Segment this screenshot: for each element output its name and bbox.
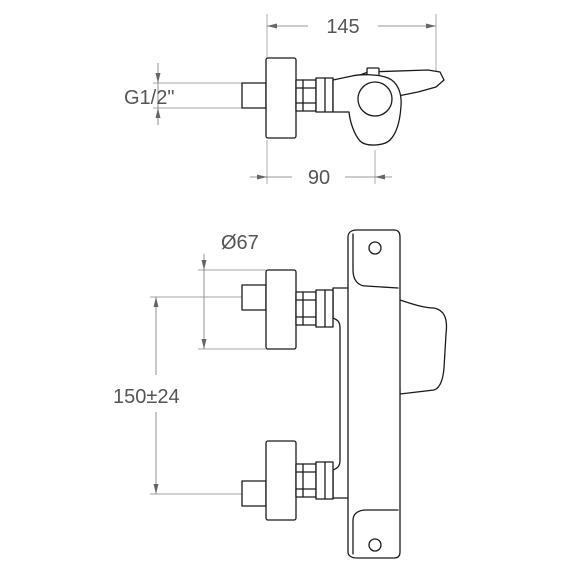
dimension-label-spacing: 150±24 (113, 386, 180, 408)
dimension-diameter: Ø67 (198, 232, 266, 350)
front-lever-arm (397, 281, 448, 395)
front-bottom-screw-icon (368, 538, 382, 552)
lower-flange (265, 440, 297, 521)
dimension-label-thread: G1/2" (124, 87, 174, 109)
top-view: 145 G1/2" (124, 14, 445, 189)
top-hex-nut (295, 79, 317, 112)
top-inlet-pipe (241, 82, 267, 109)
dimension-145: 145 (266, 14, 437, 72)
upper-flange (265, 269, 297, 350)
lower-hex-nut (295, 463, 317, 498)
dimension-label-diameter: Ø67 (221, 232, 259, 254)
upper-inlet-pipe (241, 284, 267, 311)
dimension-thread: G1/2" (124, 63, 242, 125)
top-thermostat-body (332, 74, 402, 146)
front-view: Ø67 150±24 (113, 229, 448, 559)
front-lower-inlet (241, 440, 334, 521)
front-top-screw-icon (368, 241, 382, 255)
top-connector (315, 77, 334, 113)
top-flange (265, 57, 297, 139)
front-thermostat-column (347, 229, 401, 559)
upper-hex-nut (295, 291, 317, 326)
dimension-90: 90 (250, 140, 392, 189)
dimension-spacing: 150±24 (113, 296, 242, 495)
front-upper-inlet (241, 269, 334, 350)
dimension-label-145: 145 (326, 16, 359, 38)
lower-inlet-pipe (241, 480, 267, 507)
dimension-label-90: 90 (308, 167, 330, 189)
